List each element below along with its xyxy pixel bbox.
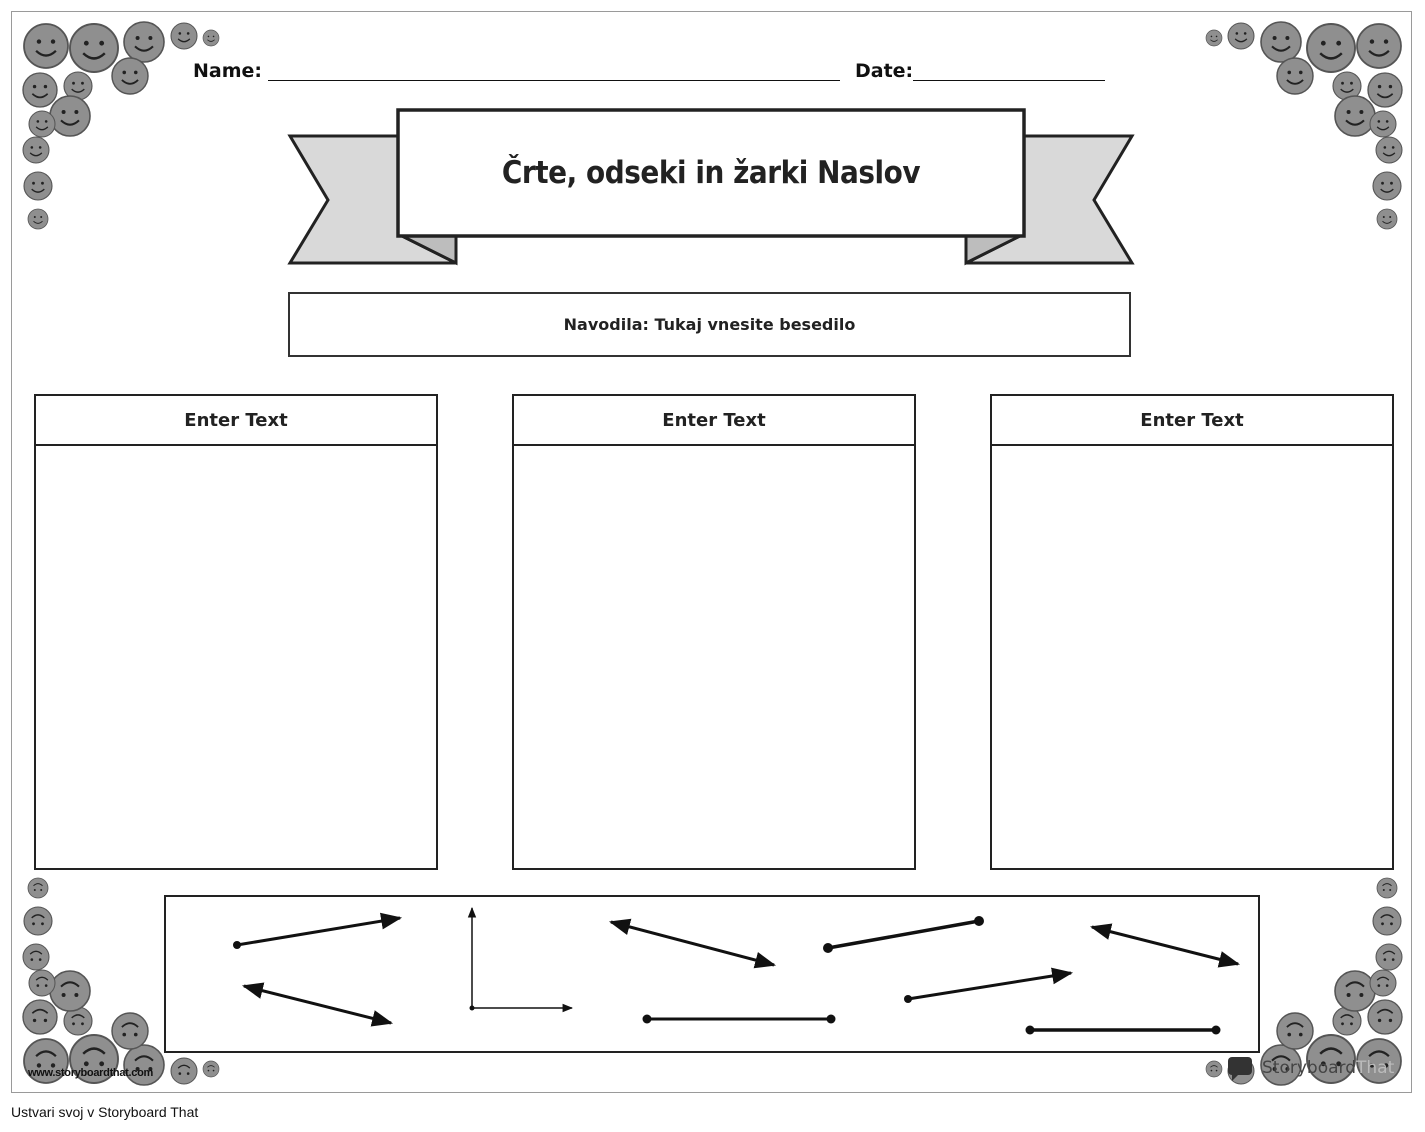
emoji-face-icon xyxy=(1370,970,1396,996)
speech-bubble-icon xyxy=(1228,1057,1252,1081)
segment-icon xyxy=(642,1014,836,1024)
emoji-face-icon xyxy=(1376,137,1402,163)
emoji-corner-top-left xyxy=(18,20,228,235)
ray-icon xyxy=(904,967,1074,1003)
emoji-face-icon xyxy=(1373,907,1401,935)
column-3-body[interactable] xyxy=(992,446,1392,870)
emoji-face-icon xyxy=(124,22,164,62)
emoji-face-icon xyxy=(1277,58,1313,94)
emoji-face-icon xyxy=(23,1000,57,1034)
emoji-face-icon xyxy=(1277,1013,1313,1049)
column-3: Enter Text xyxy=(990,394,1394,870)
ray-icon xyxy=(233,912,403,949)
line-icon xyxy=(1089,923,1241,968)
emoji-face-icon xyxy=(1228,23,1254,49)
emoji-face-icon xyxy=(203,1061,219,1077)
emoji-face-icon xyxy=(28,209,48,229)
column-2-body[interactable] xyxy=(514,446,914,870)
title-ribbon xyxy=(287,108,1135,266)
emoji-face-icon xyxy=(171,1058,197,1084)
emoji-face-icon xyxy=(1377,878,1397,898)
line-icon xyxy=(241,982,394,1027)
emoji-face-icon xyxy=(1335,971,1375,1011)
date-label: Date: xyxy=(855,60,914,82)
emoji-face-icon xyxy=(1368,73,1402,107)
column-3-heading[interactable]: Enter Text xyxy=(992,396,1392,446)
geometry-figures-box xyxy=(164,895,1260,1053)
emoji-face-icon xyxy=(171,23,197,49)
instructions-box[interactable]: Navodila: Tukaj vnesite besedilo xyxy=(288,292,1131,357)
worksheet-title[interactable]: Črte, odseki in žarki Naslov xyxy=(501,154,921,191)
emoji-face-icon xyxy=(70,24,118,72)
emoji-corner-top-right xyxy=(1197,20,1407,235)
emoji-face-icon xyxy=(1357,24,1401,68)
emoji-face-icon xyxy=(1368,1000,1402,1034)
column-1-body[interactable] xyxy=(36,446,436,870)
emoji-face-icon xyxy=(203,30,219,46)
column-1-heading[interactable]: Enter Text xyxy=(36,396,436,446)
emoji-face-icon xyxy=(1206,30,1222,46)
emoji-face-icon xyxy=(124,1045,164,1085)
website-url: www.storyboardthat.com xyxy=(28,1067,154,1079)
emoji-face-icon xyxy=(28,878,48,898)
segment-icon xyxy=(823,916,984,953)
segment-icon xyxy=(1025,1025,1221,1035)
angle-icon xyxy=(467,906,574,1013)
emoji-face-icon xyxy=(1335,96,1375,136)
emoji-face-icon xyxy=(1261,22,1301,62)
column-2: Enter Text xyxy=(512,394,916,870)
line-icon xyxy=(608,918,777,969)
emoji-face-icon xyxy=(1307,24,1355,72)
emoji-face-icon xyxy=(112,1013,148,1049)
date-field[interactable] xyxy=(913,80,1105,81)
emoji-face-icon xyxy=(1376,944,1402,970)
emoji-face-icon xyxy=(23,137,49,163)
column-2-heading[interactable]: Enter Text xyxy=(514,396,914,446)
emoji-face-icon xyxy=(24,172,52,200)
emoji-face-icon xyxy=(29,111,55,137)
emoji-face-icon xyxy=(50,971,90,1011)
name-field[interactable] xyxy=(268,80,840,81)
emoji-face-icon xyxy=(24,907,52,935)
footer-create-link[interactable]: Ustvari svoj v Storyboard That xyxy=(11,1104,199,1120)
column-1: Enter Text xyxy=(34,394,438,870)
emoji-face-icon xyxy=(24,24,68,68)
emoji-face-icon xyxy=(23,944,49,970)
name-label: Name: xyxy=(193,60,263,82)
emoji-face-icon xyxy=(1373,172,1401,200)
name-date-row: Name: Date: xyxy=(193,58,1113,86)
emoji-face-icon xyxy=(1370,111,1396,137)
emoji-face-icon xyxy=(1206,1061,1222,1077)
emoji-face-icon xyxy=(50,96,90,136)
geometry-figures xyxy=(233,906,1241,1035)
emoji-face-icon xyxy=(23,73,57,107)
storyboard-logo: Storyboard That xyxy=(1226,1055,1394,1081)
emoji-face-icon xyxy=(1377,209,1397,229)
brand-name: Storyboard xyxy=(1262,1058,1356,1078)
emoji-face-icon xyxy=(112,58,148,94)
emoji-face-icon xyxy=(29,970,55,996)
brand-suffix: That xyxy=(1356,1058,1395,1078)
